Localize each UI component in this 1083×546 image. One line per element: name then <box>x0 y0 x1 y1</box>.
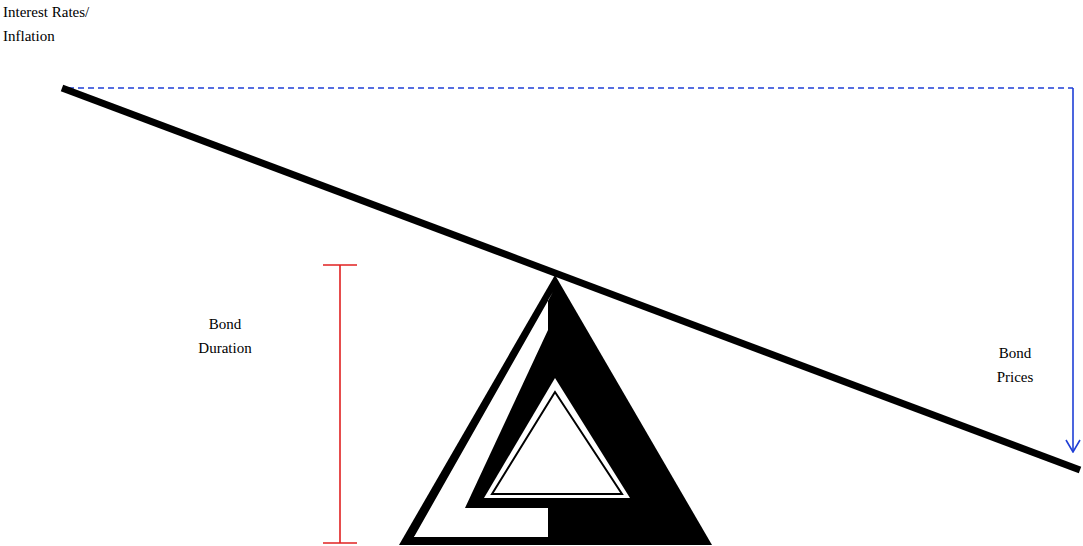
axis-label: Interest Rates/ Inflation <box>3 0 115 48</box>
axis-label: Bond Prices <box>997 341 1034 389</box>
reference-line <box>68 87 1073 89</box>
duration-bar <box>323 265 357 543</box>
axis-label: Bond Duration <box>198 312 251 360</box>
drop-arrow <box>1072 88 1074 452</box>
seesaw-beam <box>62 88 1080 470</box>
